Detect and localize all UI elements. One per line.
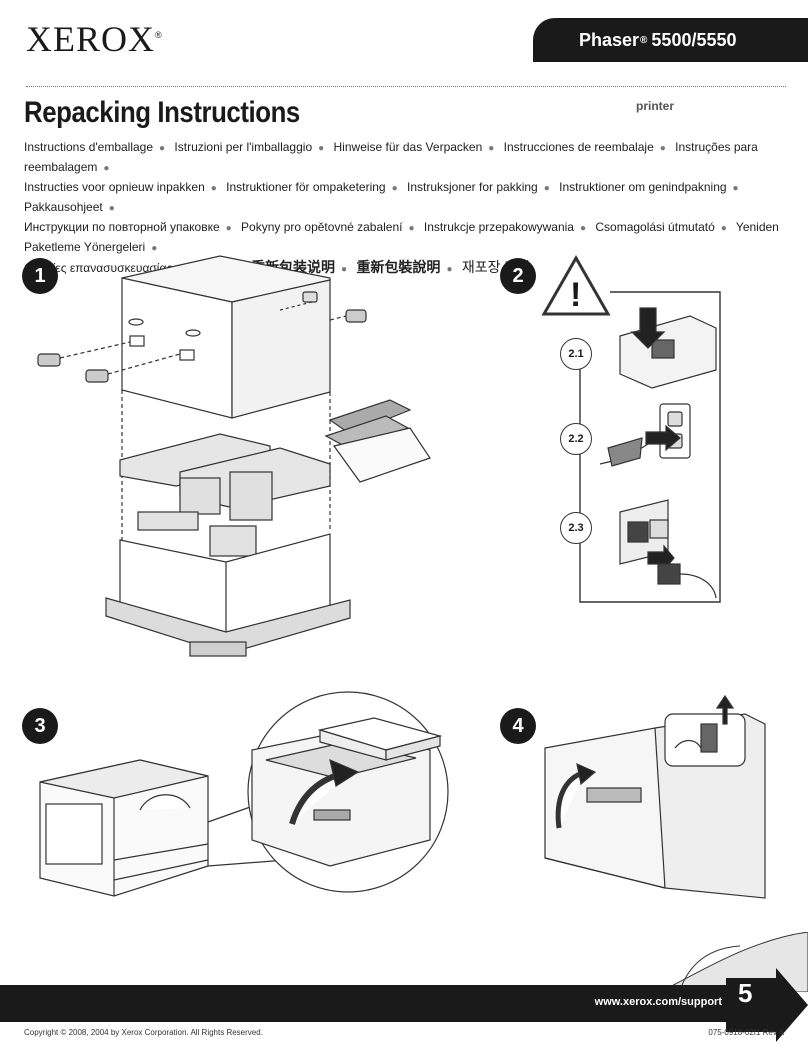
step-2-illustration: ! bbox=[540, 252, 790, 604]
next-page-arrow[interactable] bbox=[726, 968, 808, 1047]
step-3-badge: 3 bbox=[22, 708, 58, 744]
language-line-3: Инструкции по повторной упаковке● Pokyny… bbox=[24, 220, 779, 254]
step-2-2-badge: 2.2 bbox=[560, 423, 592, 455]
page-subtitle: printer bbox=[636, 99, 675, 113]
step-3-illustration bbox=[30, 690, 460, 900]
step-2-3-badge: 2.3 bbox=[560, 512, 592, 544]
step-2-badge: 2 bbox=[500, 258, 536, 294]
xerox-logo: XEROX® bbox=[26, 19, 163, 59]
step-1-illustration bbox=[30, 250, 460, 670]
header-divider bbox=[26, 86, 786, 87]
warning-icon: ! bbox=[570, 276, 581, 314]
language-line-1: Instructions d'emballage● Istruzioni per… bbox=[24, 140, 758, 174]
page-title: Repacking Instructions bbox=[24, 96, 300, 129]
step-4-illustration bbox=[525, 688, 775, 908]
part-number: 075-0918-02f1 Rev A bbox=[708, 1028, 784, 1037]
step-1-badge: 1 bbox=[22, 258, 58, 294]
side-door-diagram bbox=[544, 694, 766, 899]
language-list: Instructions d'emballage● Istruzioni per… bbox=[24, 138, 790, 279]
step-2-1-badge: 2.1 bbox=[560, 338, 592, 370]
model-banner: Phaser® 5500/5550 bbox=[533, 18, 808, 62]
copyright-text: Copyright © 2008, 2004 by Xerox Corporat… bbox=[24, 1028, 263, 1037]
footer-bar bbox=[0, 985, 735, 1022]
packing-box-diagram bbox=[37, 255, 431, 657]
model-number: 5500/5550 bbox=[651, 29, 737, 50]
next-page-number: 5 bbox=[738, 978, 753, 1008]
support-url[interactable]: www.xerox.com/support bbox=[594, 996, 722, 1008]
next-arrow-icon bbox=[726, 968, 808, 1042]
step-4-badge: 4 bbox=[500, 708, 536, 744]
paper-tray-diagram bbox=[39, 691, 449, 897]
power-off-diagram: ! bbox=[541, 254, 721, 603]
model-name: Phaser bbox=[579, 29, 640, 50]
language-line-2: Instructies voor opnieuw inpakken● Instr… bbox=[24, 180, 739, 214]
